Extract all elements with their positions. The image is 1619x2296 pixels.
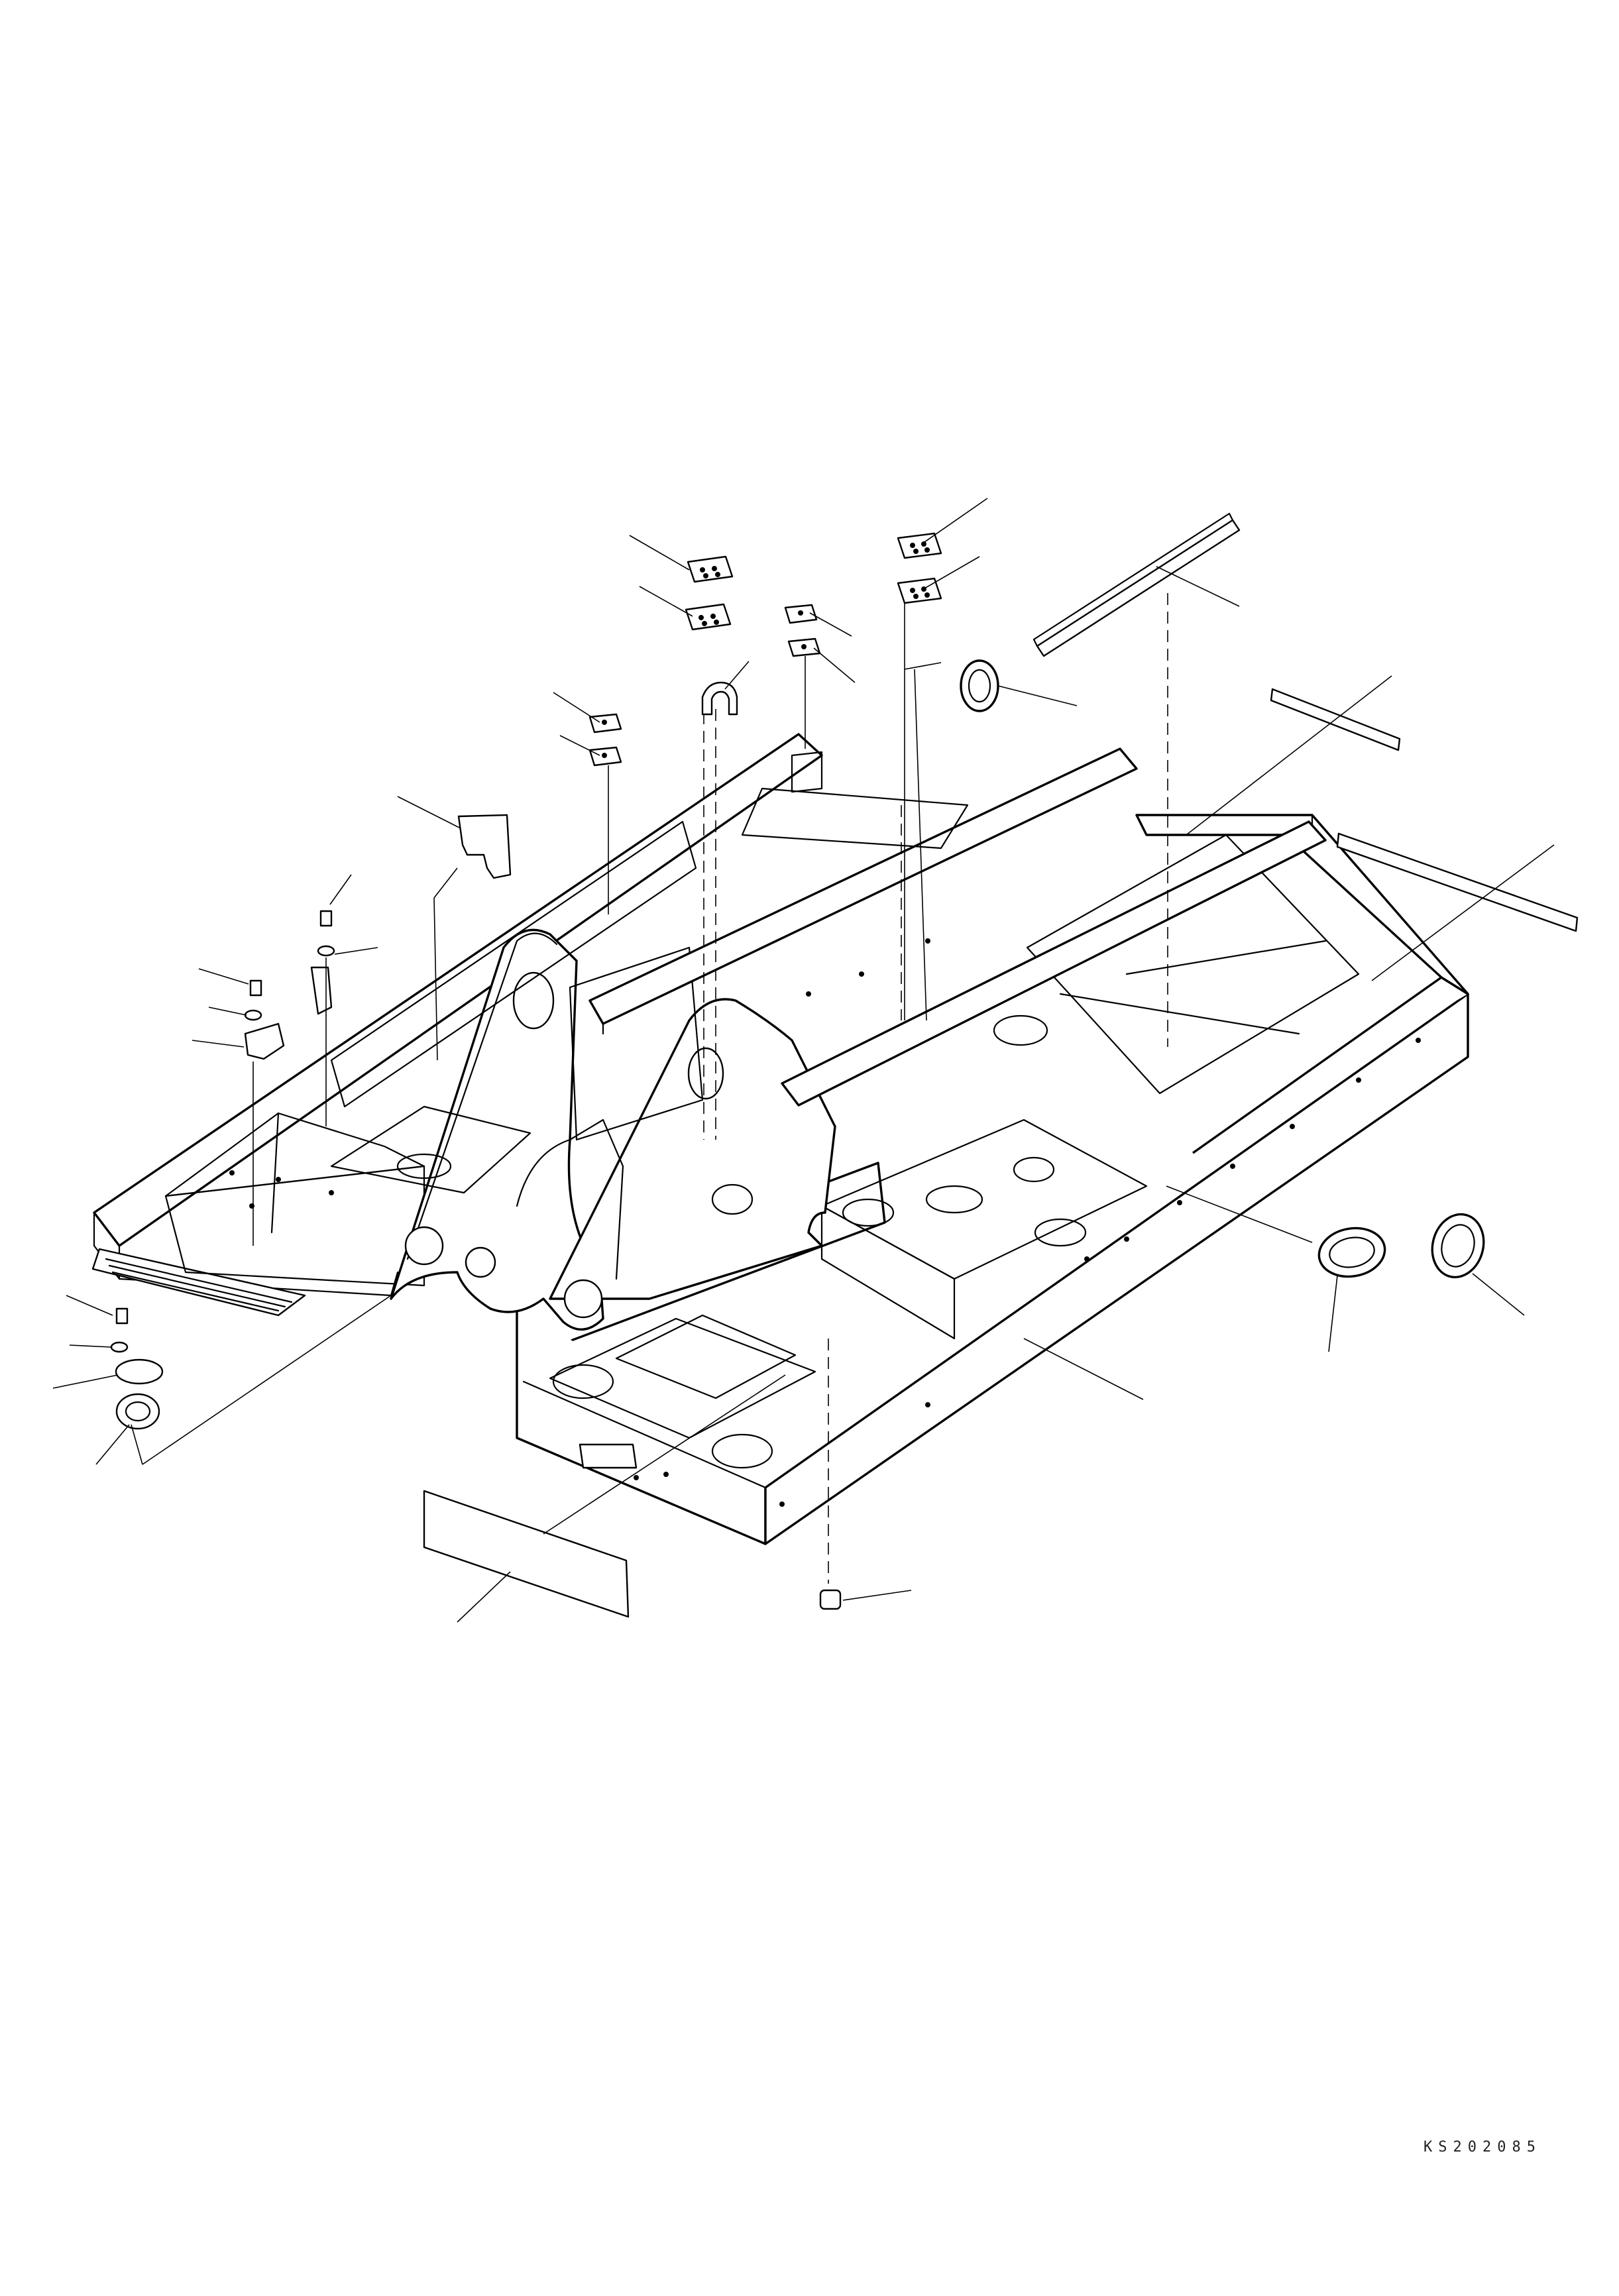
bracket (311, 967, 331, 1014)
washer (245, 1011, 261, 1020)
grommet-ring (961, 661, 998, 711)
shim-plate (898, 533, 941, 558)
shim-plate (688, 557, 732, 582)
cover-plate-small (116, 1360, 162, 1384)
u-clip (702, 683, 737, 714)
main-frame (93, 734, 1468, 1544)
loose-parts (111, 514, 1577, 1617)
assembly-lines (704, 593, 1168, 1584)
cover-plate (459, 815, 510, 878)
shim-plate (686, 604, 730, 629)
bolt (251, 981, 261, 995)
washer (111, 1342, 127, 1352)
gasket-plate (117, 1394, 159, 1429)
bracket (245, 1024, 284, 1059)
rubber-plate (424, 1491, 628, 1617)
leader-lines (53, 498, 1554, 1622)
bolt (117, 1309, 127, 1323)
rubber-bar (1037, 520, 1239, 656)
bolt (321, 911, 331, 926)
rubber-bar (1337, 834, 1577, 931)
drawing-code: KS202085 (1424, 2139, 1541, 2156)
large-grommet (1425, 1209, 1490, 1283)
stopper (820, 1590, 840, 1609)
large-grommet (1315, 1223, 1389, 1282)
washer (318, 946, 334, 956)
